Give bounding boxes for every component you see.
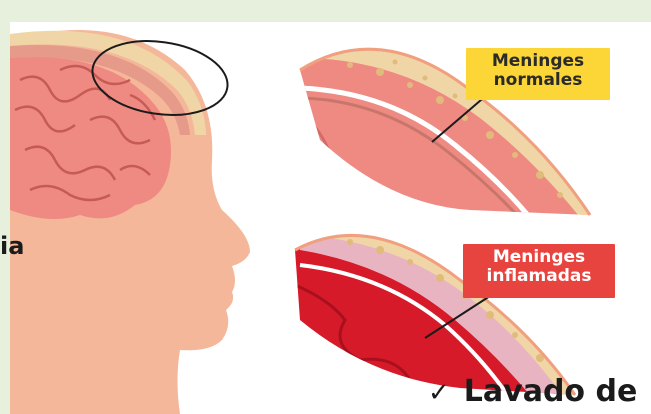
bottom-caption-text: Lavado de — [464, 374, 638, 409]
check-icon: ✓ — [428, 378, 450, 408]
normal-label-line-2: normales — [474, 71, 602, 90]
head-profile — [10, 30, 250, 414]
normal-meninges-label: Meninges normales — [466, 48, 610, 100]
normal-label-line-1: Meninges — [474, 52, 602, 71]
bottom-caption: ✓ Lavado de — [428, 374, 637, 409]
inflamed-label-line-2: inflamadas — [471, 267, 607, 286]
inflamed-meninges-label: Meninges inflamadas — [463, 244, 615, 298]
cut-off-side-text: ia — [0, 232, 24, 260]
inflamed-label-line-1: Meninges — [471, 248, 607, 267]
